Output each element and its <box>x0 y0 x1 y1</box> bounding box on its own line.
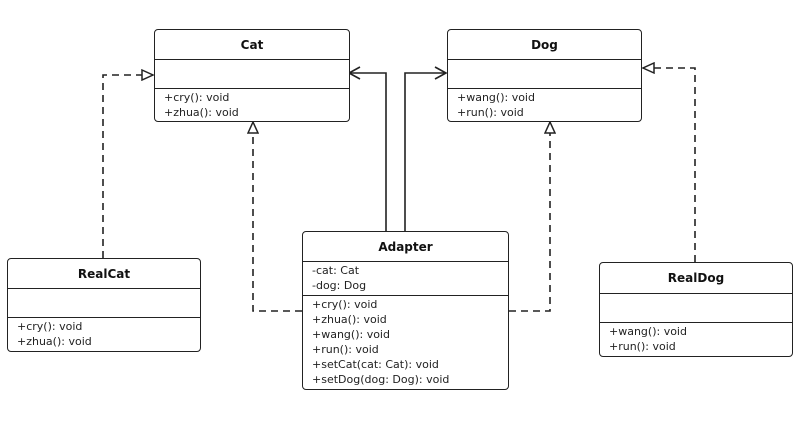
method: +wang(): void <box>609 325 687 338</box>
method: +wang(): void <box>457 91 535 104</box>
class-realcat[interactable]: RealCat +cry(): void +zhua(): void <box>7 258 201 352</box>
class-name: Cat <box>155 30 349 60</box>
method: +cry(): void <box>17 320 83 333</box>
attributes-section <box>448 60 641 89</box>
class-cat[interactable]: Cat +cry(): void +zhua(): void <box>154 29 350 122</box>
class-adapter[interactable]: Adapter -cat: Cat -dog: Dog +cry(): void… <box>302 231 509 390</box>
realization-realdog-to-dog <box>643 68 696 262</box>
method: +zhua(): void <box>312 313 387 326</box>
attribute: -dog: Dog <box>312 279 367 292</box>
association-adapter-to-dog <box>404 66 448 231</box>
attributes-section <box>8 289 200 318</box>
method: +run(): void <box>457 106 524 119</box>
association-adapter-to-cat <box>347 66 387 231</box>
method: +wang(): void <box>312 328 390 341</box>
realization-adapter-to-dog <box>509 122 550 312</box>
class-realdog[interactable]: RealDog +wang(): void +run(): void <box>599 262 793 357</box>
class-name: Adapter <box>303 232 508 262</box>
attribute: -cat: Cat <box>312 264 360 277</box>
class-name: Dog <box>448 30 641 60</box>
class-name: RealDog <box>600 263 792 294</box>
attributes-section <box>600 294 792 323</box>
class-name: RealCat <box>8 259 200 289</box>
method: +run(): void <box>609 340 676 353</box>
methods-section: +wang(): void +run(): void <box>600 323 792 354</box>
method: +zhua(): void <box>17 335 92 348</box>
method: +setCat(cat: Cat): void <box>312 358 439 371</box>
class-dog[interactable]: Dog +wang(): void +run(): void <box>447 29 642 122</box>
realization-realcat-to-cat <box>102 75 153 258</box>
realization-adapter-to-cat <box>253 122 302 312</box>
method: +run(): void <box>312 343 379 356</box>
methods-section: +cry(): void +zhua(): void +wang(): void… <box>303 296 508 387</box>
methods-section: +wang(): void +run(): void <box>448 89 641 120</box>
attributes-section: -cat: Cat -dog: Dog <box>303 262 508 296</box>
method: +cry(): void <box>312 298 378 311</box>
methods-section: +cry(): void +zhua(): void <box>155 89 349 120</box>
method: +setDog(dog: Dog): void <box>312 373 450 386</box>
method: +zhua(): void <box>164 106 239 119</box>
method: +cry(): void <box>164 91 230 104</box>
attributes-section <box>155 60 349 89</box>
methods-section: +cry(): void +zhua(): void <box>8 318 200 349</box>
